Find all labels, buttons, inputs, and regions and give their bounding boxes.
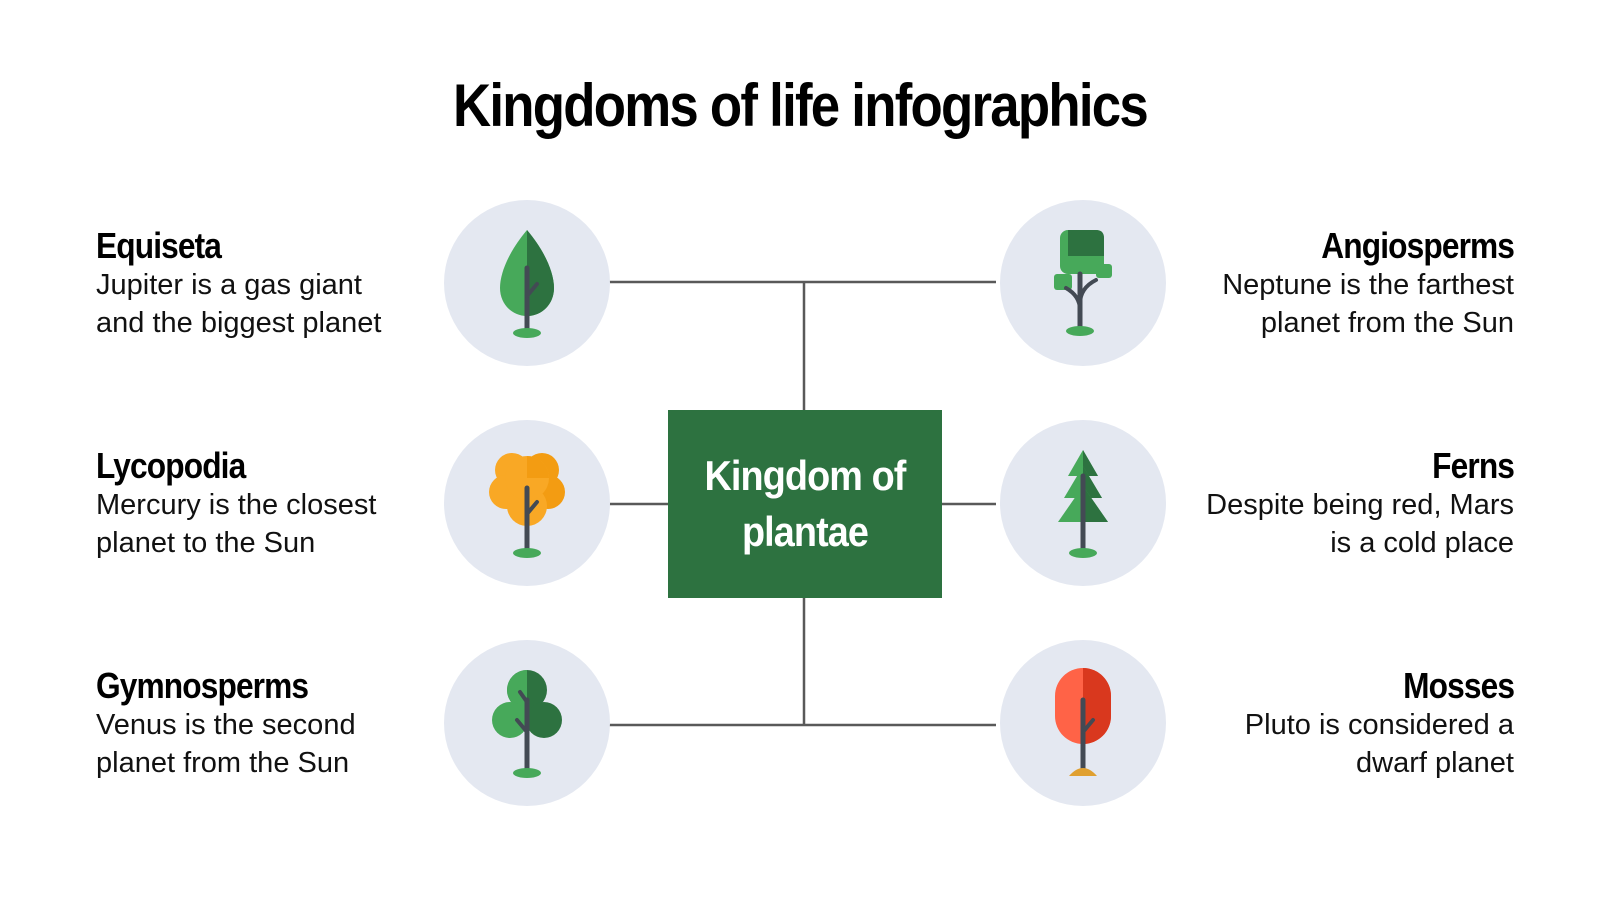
item-description-line: planet to the Sun [96, 527, 316, 559]
item-title: Lycopodia [96, 445, 246, 486]
item-description-line: is a cold place [1330, 527, 1514, 559]
square-tree-icon [1000, 200, 1166, 366]
item-description-line: and the biggest planet [96, 307, 382, 339]
item-title: Mosses [1403, 665, 1515, 706]
pine-tree-icon [1000, 420, 1166, 586]
item-description: Mercury is the closest planet to the Sun [96, 486, 436, 562]
item-description-line: Venus is the second [96, 709, 356, 741]
center-label: Kingdom of plantae [704, 452, 907, 555]
item-title: Ferns [1432, 445, 1515, 486]
center-box: Kingdom of plantae [668, 410, 942, 598]
item-title: Gymnosperms [96, 665, 309, 706]
item-description-line: Pluto is considered a [1244, 709, 1514, 741]
item-angiosperms: Angiosperms Neptune is the farthest plan… [1174, 224, 1515, 342]
item-lycopodia: Lycopodia Mercury is the closest planet … [96, 444, 436, 562]
item-description-line: Neptune is the farthest [1222, 269, 1514, 301]
item-description-line: planet from the Sun [96, 747, 350, 779]
item-description: Pluto is considered a dwarf planet [1174, 706, 1514, 782]
item-title: Angiosperms [1321, 225, 1515, 266]
item-ferns: Ferns Despite being red, Mars is a cold … [1174, 444, 1515, 562]
item-title: Equiseta [96, 225, 222, 266]
leaf-tree-icon [444, 200, 610, 366]
item-description-line: Despite being red, Mars [1206, 489, 1514, 521]
item-description-line: planet from the Sun [1260, 307, 1514, 339]
item-gymnosperms: Gymnosperms Venus is the second planet f… [96, 664, 436, 782]
item-description: Despite being red, Mars is a cold place [1174, 486, 1514, 562]
item-description: Neptune is the farthest planet from the … [1174, 266, 1514, 342]
item-equiseta: Equiseta Jupiter is a gas giant and the … [96, 224, 436, 342]
item-description-line: Jupiter is a gas giant [96, 269, 362, 301]
orange-tree-icon [444, 420, 610, 586]
item-description-line: Mercury is the closest [96, 489, 377, 521]
round-tree-icon [444, 640, 610, 806]
item-description: Jupiter is a gas giant and the biggest p… [96, 266, 436, 342]
item-description: Venus is the second planet from the Sun [96, 706, 436, 782]
page-title: Kingdoms of life infographics [452, 72, 1149, 139]
item-description-line: dwarf planet [1356, 747, 1514, 779]
item-mosses: Mosses Pluto is considered a dwarf plane… [1174, 664, 1515, 782]
red-tree-icon [1000, 640, 1166, 806]
